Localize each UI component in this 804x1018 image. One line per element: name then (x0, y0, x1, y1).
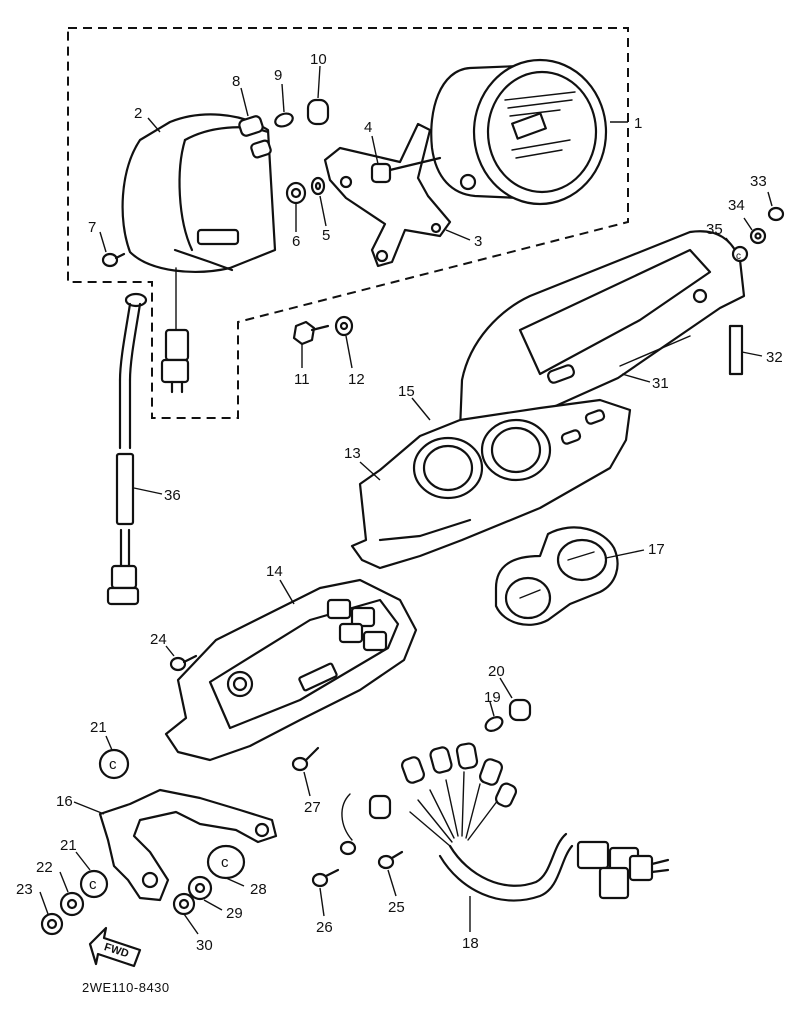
bolt-11 (292, 320, 330, 346)
svg-text:c: c (89, 876, 97, 893)
meter-face (494, 526, 619, 626)
part-labels: 1 2 3 4 5 6 7 8 9 10 11 12 13 14 15 16 1… (16, 51, 783, 954)
collar-22 (59, 891, 85, 917)
nut-30 (172, 892, 196, 916)
label-25: 25 (388, 899, 405, 916)
bulb-9 (274, 112, 294, 128)
label-29: 29 (226, 905, 243, 922)
svg-text:c: c (221, 854, 229, 871)
speedometer-gauge (430, 58, 608, 206)
label-4: 4 (364, 119, 372, 136)
label-14: 14 (266, 563, 283, 580)
label-12: 12 (348, 371, 365, 388)
screw-27 (291, 746, 320, 772)
meter-bracket (323, 122, 452, 268)
washer-29 (187, 875, 213, 901)
damper-28: c (206, 844, 246, 880)
leader-lines (39, 65, 773, 935)
label-10: 10 (310, 51, 327, 68)
grommet-21-upper: c (98, 748, 130, 780)
meter-visor (458, 230, 746, 432)
bulb-19 (484, 716, 504, 732)
fwd-arrow-icon: FWD (88, 926, 142, 968)
label-23: 23 (16, 881, 33, 898)
screw-26 (311, 868, 340, 888)
label-8: 8 (232, 73, 240, 90)
bracket-16 (98, 788, 278, 902)
label-27: 27 (304, 799, 321, 816)
label-34: 34 (728, 197, 745, 214)
label-22: 22 (36, 859, 53, 876)
label-20: 20 (488, 663, 505, 680)
screw-24 (169, 654, 198, 672)
svg-text:c: c (109, 756, 117, 773)
label-19: 19 (484, 689, 501, 706)
label-7: 7 (88, 219, 96, 236)
label-26: 26 (316, 919, 333, 936)
label-30: 30 (196, 937, 213, 954)
label-3: 3 (474, 233, 482, 250)
assembly-boundary (67, 27, 629, 419)
label-24: 24 (150, 631, 167, 648)
label-36: 36 (164, 487, 181, 504)
screw-7 (101, 252, 126, 268)
grommet-4 (370, 156, 442, 184)
screw-25 (377, 850, 404, 870)
label-18: 18 (462, 935, 479, 952)
washer-12 (334, 315, 354, 337)
label-31: 31 (652, 375, 669, 392)
label-21-lower: 21 (60, 837, 77, 854)
meter-wire-connector (160, 267, 190, 394)
grommet-21-lower: c (79, 869, 109, 899)
label-16: 16 (56, 793, 73, 810)
label-11: 11 (294, 371, 310, 388)
label-13: 13 (344, 445, 361, 462)
nut-23 (40, 912, 64, 936)
label-9: 9 (274, 67, 282, 84)
bulb-cap-10 (306, 98, 330, 126)
label-15: 15 (398, 383, 415, 400)
nut-35: c (731, 245, 749, 263)
label-33: 33 (750, 173, 767, 190)
meter-lower-case (164, 578, 418, 762)
label-1: 1 (634, 115, 642, 132)
bulb-cap-20 (508, 698, 532, 722)
screw-33 (767, 206, 785, 222)
washer-5 (310, 176, 326, 196)
bulb-socket-8 (238, 115, 272, 159)
speedometer-cable (106, 292, 148, 606)
washer-34 (749, 227, 767, 245)
label-6: 6 (292, 233, 300, 250)
label-2: 2 (134, 105, 142, 122)
label-17: 17 (648, 541, 665, 558)
meter-cover (121, 113, 277, 273)
svg-text:c: c (736, 251, 741, 262)
nut-6 (285, 181, 307, 205)
label-21-upper: 21 (90, 719, 107, 736)
label-28: 28 (250, 881, 267, 898)
label-5: 5 (322, 227, 330, 244)
meter-housing (350, 398, 632, 570)
reflector-32 (728, 324, 744, 376)
drawing-code: 2WE110-8430 (82, 980, 170, 995)
label-32: 32 (766, 349, 783, 366)
wire-harness (339, 742, 670, 902)
label-35: 35 (706, 221, 723, 238)
